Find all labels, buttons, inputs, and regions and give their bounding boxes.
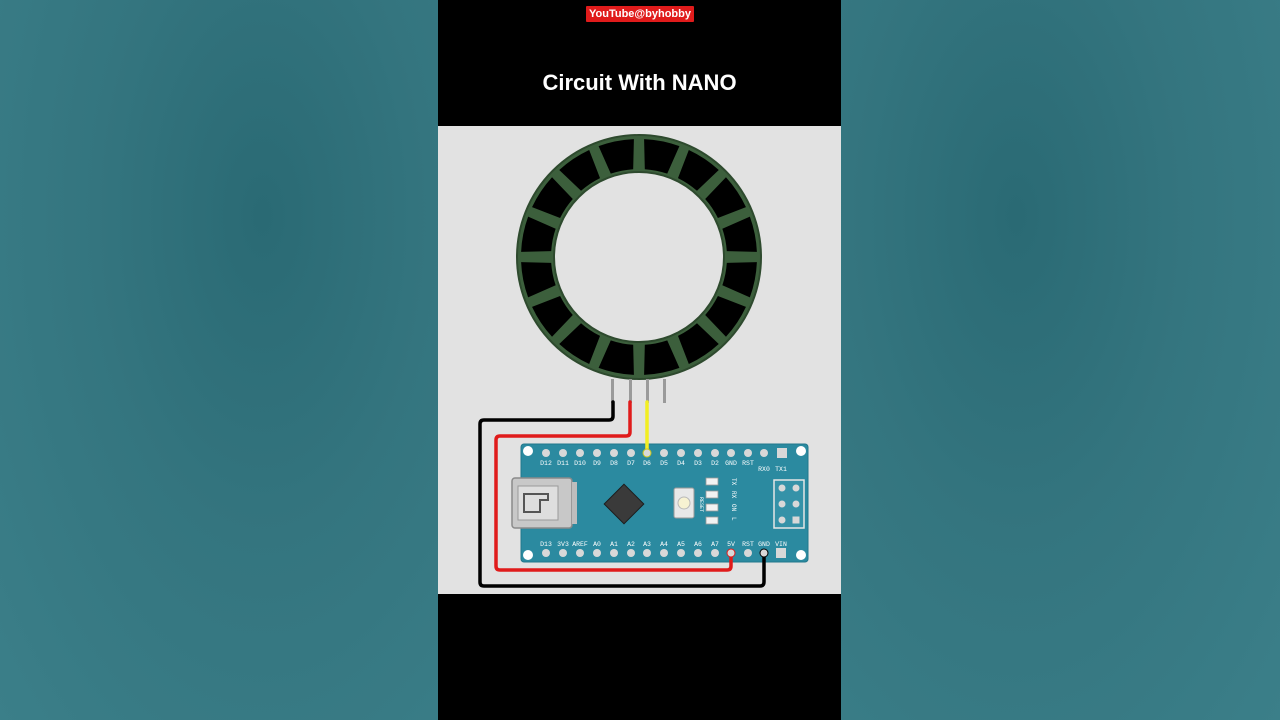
usb-connector: [511, 477, 577, 529]
bottom-pin-labels: D13 3V3 AREF A0 A1 A2 A3 A4 A5 A6 A7 5V …: [540, 541, 787, 548]
channel-badge: YouTube@byhobby: [586, 6, 694, 22]
pin-label: D2: [711, 460, 719, 467]
pin-label: D12: [540, 460, 552, 467]
ring-led-segment: [677, 150, 719, 191]
wire-vcc-5v: [494, 400, 733, 572]
ring-led-segment: [532, 295, 573, 337]
pin-label: D4: [677, 460, 685, 467]
ring-led-segment: [705, 177, 746, 219]
pin-label: D10: [574, 460, 586, 467]
mount-hole: [796, 446, 806, 456]
pin-label: 5V: [727, 541, 735, 548]
ring-pin-gnd: [611, 379, 614, 403]
pin-gnd: [759, 548, 769, 558]
pin-label: A5: [677, 541, 685, 548]
pin-label: A4: [660, 541, 668, 548]
pin-label: A6: [694, 541, 702, 548]
blurred-background-right: [841, 0, 1280, 720]
pin-label: A7: [711, 541, 719, 548]
pin-label: D9: [593, 460, 601, 467]
ring-pin-vcc: [629, 379, 632, 403]
pin-d6: [642, 448, 652, 458]
top-pin-labels: D12 D11 D10 D9 D8 D7 D6 D5 D4 D3 D2 GND …: [540, 460, 787, 473]
pin-label: D8: [610, 460, 618, 467]
pin-label: RST: [742, 541, 754, 548]
ring-inner: [553, 171, 725, 343]
ring-led-segment: [598, 139, 634, 174]
mount-hole: [523, 550, 533, 560]
pin-label: GND: [725, 460, 737, 467]
pin-label: RST: [742, 460, 754, 467]
status-leds: [705, 477, 719, 525]
pin-label: D5: [660, 460, 668, 467]
ring-led-segment: [559, 150, 601, 191]
ring-led-segment: [722, 216, 757, 252]
led-label-tx: TX: [730, 478, 737, 486]
pin-label: AREF: [572, 541, 588, 548]
wire-gnd: [478, 400, 766, 588]
pin-label: 3V3: [557, 541, 569, 548]
mount-hole: [523, 446, 533, 456]
ring-led-segments: [521, 139, 757, 375]
pin-label: TX1: [775, 466, 787, 473]
video-frame: YouTube@byhobby Circuit With NANO: [438, 0, 841, 720]
pin-label: D11: [557, 460, 569, 467]
pin-label: A2: [627, 541, 635, 548]
led-label-l: L: [730, 517, 737, 521]
led-label-rx: RX: [730, 491, 737, 499]
ring-led-segment: [705, 295, 746, 337]
pin-5v: [726, 548, 736, 558]
mount-hole: [796, 550, 806, 560]
ring-pin-din: [646, 379, 649, 403]
pin-label: VIN: [775, 541, 787, 548]
pin-label: GND: [758, 541, 770, 548]
led-labels: TX RX ON L: [730, 478, 737, 521]
bottom-pin-header: [542, 548, 786, 558]
pin-label: D7: [627, 460, 635, 467]
pin-label: A0: [593, 541, 601, 548]
video-title: Circuit With NANO: [542, 70, 737, 95]
pin-label: D13: [540, 541, 552, 548]
blurred-background-left: [0, 0, 438, 720]
icsp-header: [773, 479, 805, 529]
ring-led-segment: [521, 216, 556, 252]
circuit-svg: D12 D11 D10 D9 D8 D7 D6 D5 D4 D3 D2 GND …: [478, 134, 809, 588]
pin-label: A1: [610, 541, 618, 548]
pin-label: RX0: [758, 466, 770, 473]
wires: [478, 400, 766, 588]
ring-led-segment: [644, 139, 680, 174]
ring-led-segment: [598, 340, 634, 375]
ring-led-segment: [722, 262, 757, 298]
ring-led-segment: [644, 340, 680, 375]
ring-pin-dout: [663, 379, 666, 403]
arduino-nano-board: D12 D11 D10 D9 D8 D7 D6 D5 D4 D3 D2 GND …: [511, 443, 809, 563]
ring-header-pins: [611, 379, 666, 403]
ring-led-segment: [521, 262, 556, 298]
circuit-diagram: D12 D11 D10 D9 D8 D7 D6 D5 D4 D3 D2 GND …: [438, 126, 841, 594]
pin-label: D3: [694, 460, 702, 467]
pin-label: D6: [643, 460, 651, 467]
reset-label: RESET: [698, 497, 704, 512]
ring-led-segment: [677, 323, 719, 364]
ring-led-segment: [532, 177, 573, 219]
led-label-on: ON: [730, 504, 737, 512]
ring-led-segment: [559, 323, 601, 364]
pin-label: A3: [643, 541, 651, 548]
neopixel-ring: [516, 134, 762, 380]
reset-button: RESET: [673, 487, 704, 519]
microcontroller-chip: [603, 483, 645, 525]
